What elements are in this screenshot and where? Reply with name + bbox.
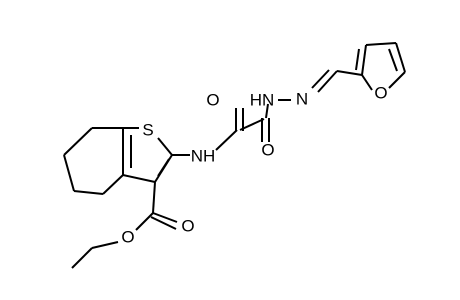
bond [355,48,360,71]
bond [91,241,119,249]
atom-label-hydrazide-oxygen: O [261,140,274,159]
atom-label-hydrazide-hn: HN [250,90,275,109]
bond [239,118,265,131]
atom-label-amide-nh: NH [191,146,216,165]
bond [395,42,406,73]
bond [157,137,173,156]
atom-label-sulfur: S [142,120,153,139]
atom-labels: S NH O O HN N O O O [121,83,387,246]
bond [157,158,170,177]
bond [102,174,124,195]
bonds [63,42,406,269]
bond [215,129,238,151]
atom-label-furan-oxygen: O [374,83,387,102]
bond [63,154,75,192]
bond [365,42,397,46]
bond [150,216,177,230]
bond [361,74,373,91]
bond [388,71,406,89]
bond [336,70,363,76]
atom-label-amide-oxygen: O [206,90,219,109]
bond [317,70,338,93]
bond [73,190,104,195]
atom-label-ester-ether-oxygen: O [121,227,134,246]
bond [361,44,367,76]
atom-label-imine-nitrogen: N [296,89,308,108]
bond [311,69,330,89]
bond [388,48,398,72]
atom-label-ester-carbonyl-oxygen: O [181,216,194,235]
bond [63,127,93,156]
bond [265,103,269,119]
bond [122,174,156,183]
bond [135,212,154,231]
bond [71,247,93,269]
bond [152,181,156,214]
bond [152,212,178,223]
